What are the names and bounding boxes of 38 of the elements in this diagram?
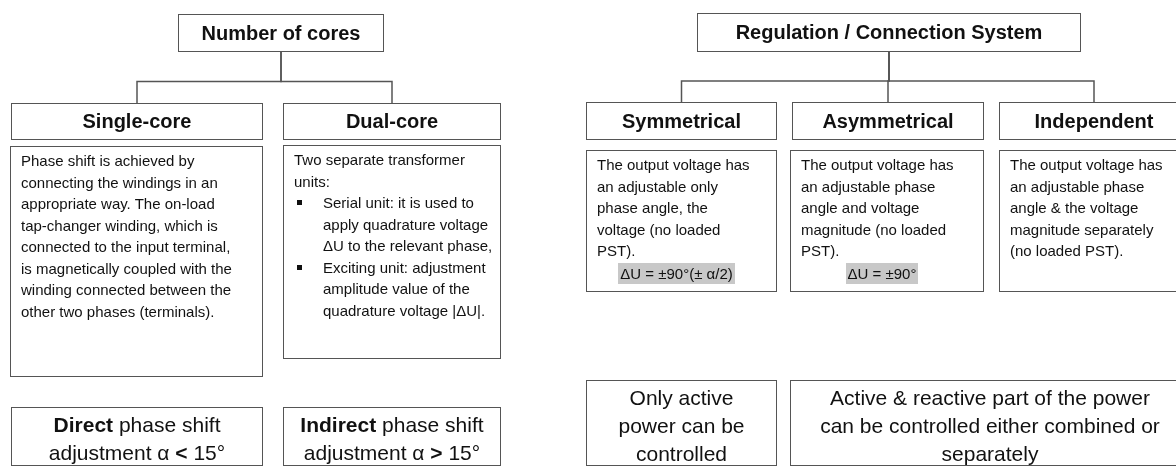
heading-text: Independent	[1034, 109, 1154, 133]
heading-box	[586, 102, 777, 140]
result-box	[586, 380, 777, 466]
formula: ΔU = ±90°	[845, 262, 919, 284]
result-text: Indirect phase shift adjustment α > 15°	[299, 412, 485, 466]
heading-box	[792, 102, 984, 140]
result-box	[790, 380, 1176, 466]
description-text: The output voltage has an adjustable phase angle & the voltage magnitude separately (no loaded PST).	[1010, 155, 1164, 261]
bullet-item: Serial unit: it is used to apply quadrature voltage ΔU to the relevant phase,	[323, 193, 494, 256]
heading-box	[283, 103, 501, 140]
heading-box	[697, 13, 1081, 52]
description-box	[283, 145, 501, 359]
heading-text: Asymmetrical	[822, 109, 954, 133]
description-box	[10, 146, 263, 377]
heading-text: Dual-core	[345, 110, 439, 133]
description-text: Phase shift is achieved by connecting the windings in an appropriate way. The on-load tap-changer winding, which is connected to the input terminal, is magnetically coupled with the winding connected between the other two phases (terminals).	[21, 151, 233, 322]
connector-line	[280, 51, 393, 104]
result-text: Active & reactive part of the power can be controlled either combined or separately	[819, 385, 1161, 466]
connector-line	[888, 51, 1095, 103]
result-box	[283, 407, 501, 466]
formula: ΔU = ±90°(± α/2)	[618, 262, 735, 284]
description-text: The output voltage has an adjustable phase angle and voltage magnitude (no loaded PST).	[801, 155, 955, 261]
heading-text: Number of cores	[201, 21, 361, 45]
result-text: Direct phase shift adjustment α < 15°	[47, 412, 227, 466]
heading-text: Regulation / Connection System	[735, 21, 1043, 44]
result-text: Only active power can be controlled	[617, 385, 746, 466]
description-box	[790, 150, 984, 292]
description-text: Two separate transformer units:	[294, 150, 466, 192]
heading-text: Single-core	[82, 110, 192, 133]
heading-box	[11, 103, 263, 140]
description-box	[999, 150, 1176, 292]
heading-box	[178, 14, 384, 52]
bullet-item: Exciting unit: adjustment amplitude value of the quadrature voltage |ΔU|.	[323, 257, 487, 321]
description-box	[586, 150, 777, 292]
result-box	[11, 407, 263, 466]
heading-box	[999, 102, 1176, 140]
description-text: The output voltage has an adjustable only phase angle, the voltage (no loaded PST).	[597, 155, 751, 261]
heading-text: Symmetrical	[622, 109, 741, 133]
